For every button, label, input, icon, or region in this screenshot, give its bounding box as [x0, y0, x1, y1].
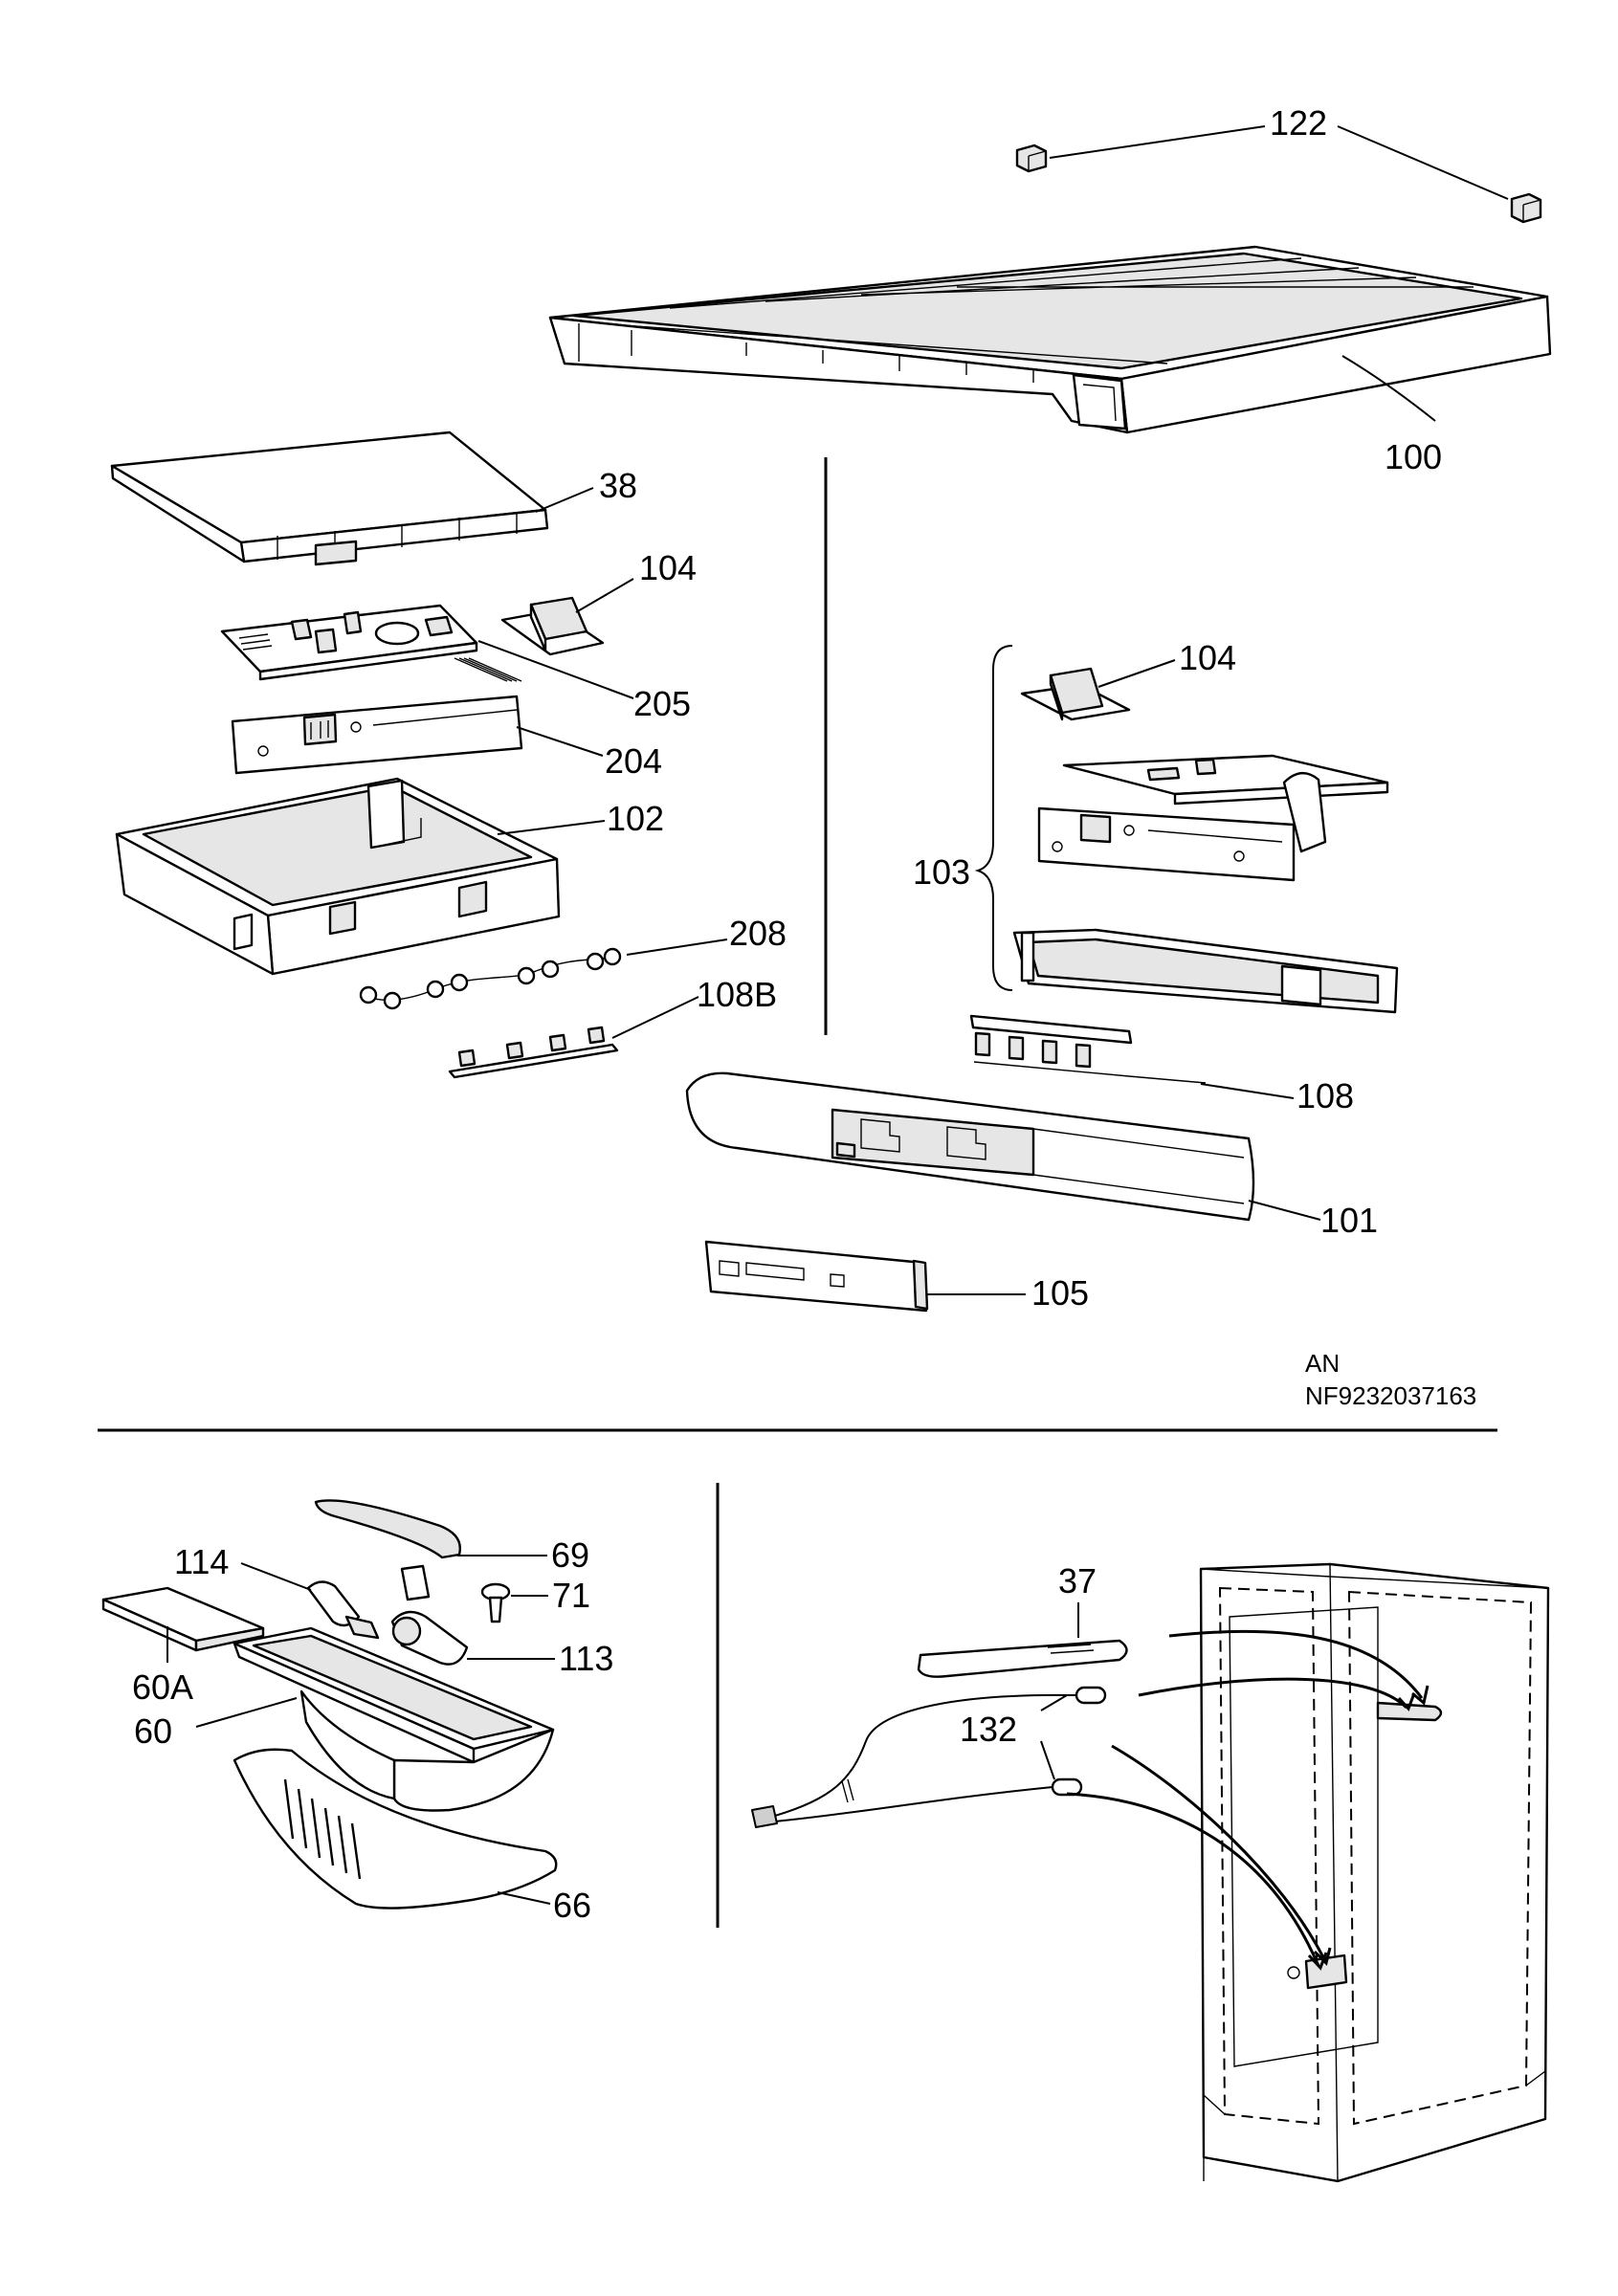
part-205-main-board [220, 604, 478, 681]
part-122-clip-left [1015, 144, 1048, 173]
part-104-relay-left [500, 596, 605, 656]
label-114: 114 [174, 1542, 229, 1581]
drawing-code-line-2: NF9232037163 [1305, 1381, 1476, 1410]
label-38: 38 [599, 466, 637, 505]
part-101-front-panel [685, 1071, 1255, 1222]
label-100: 100 [1385, 437, 1442, 476]
leader-204 [516, 726, 604, 757]
part-113-lampholder [390, 1610, 469, 1666]
label-103: 103 [913, 852, 970, 892]
leader-132-lower [1040, 1740, 1055, 1780]
leader-208 [626, 938, 728, 956]
part-108b-switch-strip [448, 1026, 619, 1079]
leader-122-right [1337, 125, 1509, 200]
part-104-relay-right [1020, 667, 1131, 721]
label-69: 69 [551, 1535, 589, 1575]
label-66: 66 [553, 1886, 591, 1925]
part-103-frame [1012, 928, 1399, 1014]
leader-114 [240, 1562, 312, 1591]
part-60-lamp-housing [233, 1626, 555, 1812]
label-108: 108 [1297, 1076, 1354, 1115]
label-101: 101 [1320, 1201, 1378, 1240]
part-69-cap [314, 1499, 461, 1559]
part-205-ribbon-cable [454, 657, 522, 682]
part-108-switch-assembly [969, 1014, 1207, 1084]
label-60: 60 [134, 1711, 172, 1751]
leader-100 [1341, 355, 1436, 422]
label-60a: 60A [132, 1667, 193, 1707]
leader-66 [497, 1891, 551, 1905]
label-102: 102 [607, 799, 664, 838]
leader-101 [1248, 1200, 1321, 1221]
part-105-small-panel [704, 1240, 929, 1313]
part-37-sensor-holder [917, 1639, 1128, 1678]
leader-60 [195, 1697, 298, 1728]
label-104-right: 104 [1179, 638, 1236, 677]
part-204-display-board [231, 695, 523, 775]
part-lamp-clip [400, 1564, 431, 1601]
leader-102 [497, 820, 606, 835]
part-66-diffuser [233, 1748, 558, 1910]
label-105: 105 [1031, 1273, 1089, 1313]
label-204: 204 [605, 741, 662, 781]
bracket-103 [974, 645, 1013, 991]
part-122-clip-right [1510, 192, 1542, 224]
placement-arrows [1066, 1629, 1430, 1971]
drawing-code-line-1: AN [1305, 1349, 1340, 1378]
part-71-screw [480, 1582, 511, 1623]
leader-38 [535, 487, 594, 513]
leader-122-left [1049, 125, 1266, 159]
cabinet-outline [1199, 1562, 1550, 2183]
leader-108b [611, 996, 699, 1039]
label-113: 113 [559, 1639, 613, 1678]
leader-104-left [575, 578, 634, 613]
label-104-left: 104 [639, 548, 697, 587]
label-208: 208 [729, 914, 787, 953]
part-114-lamp [306, 1580, 380, 1640]
leader-205 [477, 640, 634, 699]
label-205: 205 [633, 684, 691, 723]
part-103-display [1037, 806, 1296, 882]
label-122: 122 [1270, 103, 1327, 143]
part-38-cover-plate [110, 430, 549, 566]
label-108b: 108B [697, 975, 777, 1014]
leader-132-upper [1040, 1694, 1068, 1711]
part-60a-bracket [101, 1586, 265, 1652]
part-208-springs [359, 947, 622, 1010]
part-102-housing [115, 777, 561, 976]
label-132: 132 [960, 1710, 1017, 1749]
leader-108 [1200, 1083, 1295, 1099]
part-100-top-cover [548, 245, 1552, 434]
part-103-board [1062, 754, 1389, 853]
label-37: 37 [1058, 1561, 1097, 1601]
part-132-sensor-cable [751, 1686, 1107, 1828]
leader-104-right [1097, 659, 1176, 688]
label-71: 71 [552, 1576, 590, 1615]
